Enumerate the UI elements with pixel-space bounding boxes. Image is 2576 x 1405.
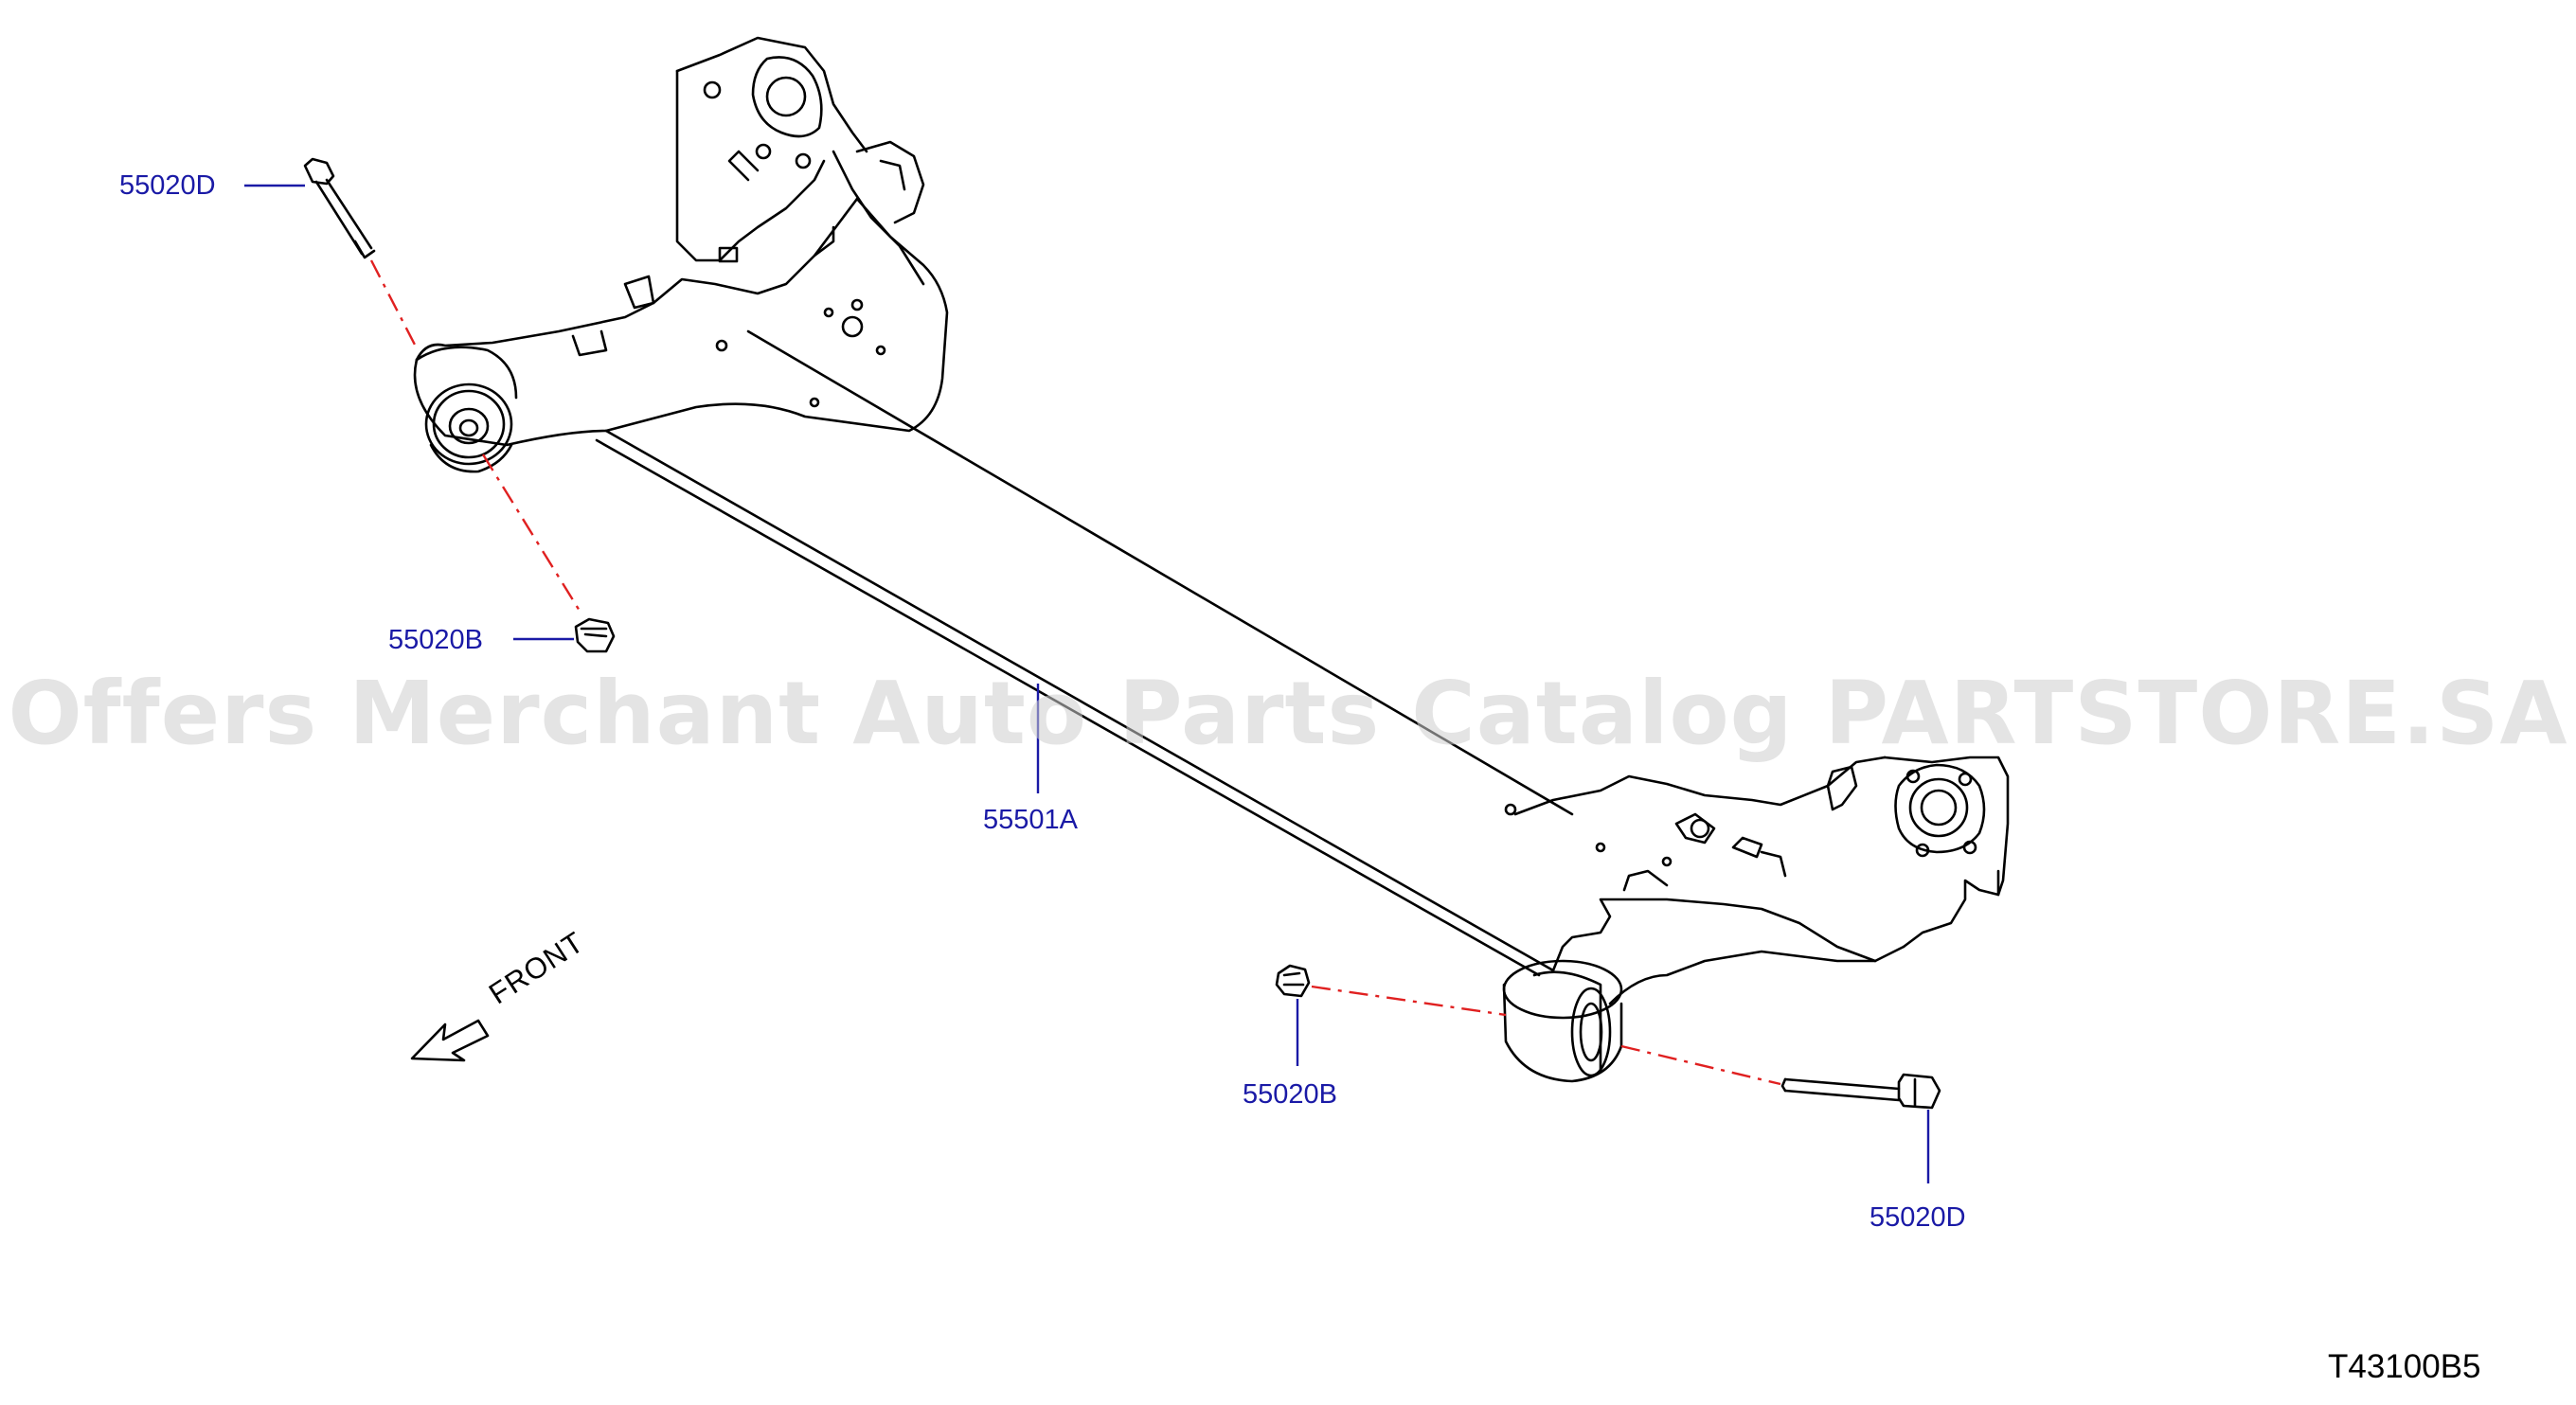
front-arrow-icon xyxy=(410,1019,490,1062)
nut-bottom-right[interactable] xyxy=(1275,964,1311,998)
right-trailing-arm xyxy=(1502,756,2010,1083)
callout-label-nut-bottom-right[interactable]: 55020B xyxy=(1243,1079,1337,1110)
centerlines xyxy=(369,259,1781,1086)
nut-top-left[interactable] xyxy=(574,617,616,653)
drawing-code: T43100B5 xyxy=(2328,1348,2481,1385)
left-trailing-arm xyxy=(413,36,949,473)
bolt-top-left[interactable] xyxy=(303,157,376,259)
callout-label-bolt-top-left[interactable]: 55020D xyxy=(119,170,216,201)
bolt-bottom-right[interactable] xyxy=(1780,1073,1941,1110)
callout-label-bolt-bottom-right[interactable]: 55020D xyxy=(1869,1202,1966,1233)
torsion-beam xyxy=(595,329,1574,977)
callout-label-nut-top-left[interactable]: 55020B xyxy=(388,625,483,655)
callout-leaders xyxy=(244,184,1930,1183)
callout-label-beam[interactable]: 55501A xyxy=(983,805,1078,835)
